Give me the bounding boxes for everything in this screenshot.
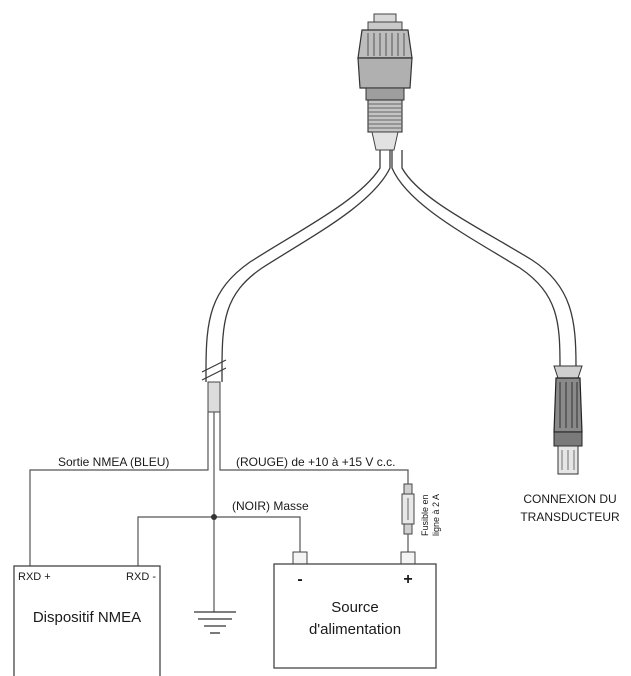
terminal-minus-label: - [297, 571, 302, 588]
nmea-device-box [13, 565, 161, 676]
battery-terminal-minus [292, 551, 308, 565]
transducer-plug-icon [553, 365, 583, 475]
earth-ground-icon [194, 611, 236, 634]
ground-label: (NOIR) Masse [232, 499, 309, 513]
right-cable-inner [391, 150, 561, 367]
cable-sleeve [207, 381, 221, 413]
power-source-box [273, 563, 437, 669]
right-cable-outer [401, 150, 577, 367]
nmea-device-label: Dispositif NMEA [33, 609, 141, 626]
fuse-label-line1: Fusible en [420, 494, 430, 536]
terminal-plus-label: + [403, 571, 412, 588]
battery-terminal-plus [400, 551, 416, 565]
transducer-label-line2: TRANSDUCTEUR [520, 510, 620, 524]
inline-fuse-icon [401, 483, 415, 535]
transducer-label-line1: CONNEXION DU [523, 492, 616, 506]
power-source-label-line1: Source [331, 599, 379, 616]
left-cable-outer [205, 150, 381, 382]
nmea-out-wire [29, 412, 209, 568]
left-cable-inner [221, 150, 391, 382]
nmea-out-label: Sortie NMEA (BLEU) [58, 455, 169, 469]
rxd-plus-label: RXD + [18, 571, 51, 583]
power-in-label: (ROUGE) de +10 à +15 V c.c. [236, 455, 395, 469]
ground-branch-wire [137, 516, 301, 566]
power-wire [219, 412, 409, 484]
multipin-connector-icon [357, 13, 413, 151]
cable-break-mark [201, 359, 227, 381]
rxd-minus-label: RXD - [126, 571, 156, 583]
junction-dot [211, 514, 217, 520]
fuse-label-line2: ligne à 2 A [431, 494, 441, 536]
power-source-label-line2: d'alimentation [309, 621, 401, 638]
